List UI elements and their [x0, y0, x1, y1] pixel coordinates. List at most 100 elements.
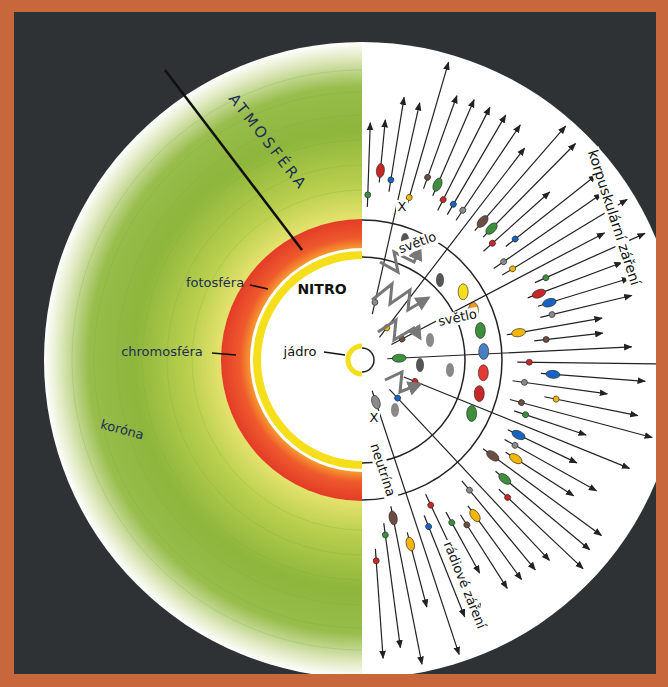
- ray-arrow: [506, 175, 597, 247]
- radiation-arrows: [365, 62, 656, 664]
- interior-particle: [416, 358, 424, 372]
- photon-dot: [475, 322, 485, 338]
- region-label: jádro: [282, 345, 319, 359]
- radiation-ray: [506, 452, 574, 496]
- ray-arrow: [456, 125, 520, 220]
- radiation-ray: [391, 233, 604, 345]
- radiation-ground: [362, 42, 656, 674]
- ray-arrow: [462, 481, 535, 570]
- radiation-ray: [365, 123, 371, 207]
- region-label: fotosféra: [184, 276, 246, 290]
- photon-dot: [478, 365, 488, 381]
- radiation-ray: [371, 103, 419, 314]
- light-random-walk: [385, 372, 420, 392]
- particle-dot: [427, 501, 435, 509]
- corona-region: [44, 42, 362, 674]
- radiation-ray: [376, 120, 386, 183]
- particle-dot: [542, 297, 558, 309]
- ray-arrow: [424, 96, 457, 189]
- core-ring: [348, 346, 362, 374]
- particle-dot: [485, 449, 501, 464]
- radiation-ray: [528, 263, 622, 300]
- radiation-ray: [506, 175, 597, 247]
- radiation-ray: [387, 97, 404, 191]
- photon-dot: [458, 284, 468, 300]
- ray-arrow: [494, 194, 602, 269]
- radiation-ray: [447, 115, 505, 214]
- radiation-ray: [387, 347, 631, 363]
- radiation-ray: [517, 359, 656, 365]
- photosphere-gap: [250, 248, 362, 472]
- particle-dot: [548, 311, 555, 318]
- symbol-label: X: [368, 411, 381, 425]
- ray-arrow: [391, 233, 604, 345]
- ray-arrow: [391, 506, 422, 664]
- ray-arrow: [372, 391, 459, 655]
- radiation-label: neutrína: [366, 440, 398, 500]
- radiation-ray: [483, 144, 575, 238]
- region-label: koróna: [97, 417, 147, 443]
- radiation-ray: [379, 148, 524, 337]
- radiation-ray: [462, 481, 535, 570]
- light-random-walk: [378, 320, 420, 340]
- ray-arrow: [447, 115, 505, 214]
- radiation-ray: [483, 449, 601, 536]
- particle-dot: [488, 239, 496, 247]
- radiation-ray: [483, 192, 549, 251]
- radiation-label: rádiové záření: [439, 538, 488, 633]
- core-leader: [324, 352, 345, 355]
- radiation-ray: [494, 194, 602, 269]
- ray-arrow: [372, 103, 419, 314]
- particle-dot: [373, 558, 379, 564]
- radiation-ray: [373, 549, 383, 658]
- particle-dot: [508, 452, 524, 466]
- radiation-ray: [541, 370, 645, 381]
- ray-arrow: [505, 439, 597, 490]
- photosphere-leader: [250, 285, 268, 289]
- ray-arrow: [387, 347, 631, 359]
- radiation-ray: [475, 126, 566, 230]
- radiation-ray: [389, 389, 549, 560]
- interior-particle: [436, 273, 444, 287]
- region-label: chromosféra: [119, 345, 205, 359]
- ray-arrow: [483, 192, 549, 251]
- particle-dot: [459, 206, 467, 214]
- particle-dot: [425, 523, 433, 531]
- particle-dot: [526, 359, 532, 365]
- chromosphere-leader: [212, 353, 236, 355]
- ray-arrow: [389, 389, 549, 560]
- photosphere-ring: [253, 251, 362, 469]
- radiation-ray: [540, 295, 631, 318]
- particle-dot: [424, 174, 432, 182]
- radiation-label: světlo: [435, 307, 480, 330]
- ray-arrow: [404, 377, 630, 468]
- radiation-ray: [388, 506, 422, 664]
- interior-particles: [372, 233, 489, 421]
- radiation-label: korpuskulární záření: [584, 146, 644, 289]
- radiation-label: světlo: [395, 229, 440, 257]
- particle-dot: [511, 328, 526, 338]
- ray-arrow: [483, 449, 601, 536]
- ray-arrow: [375, 549, 383, 658]
- particle-dot: [511, 441, 519, 449]
- particle-dot: [543, 336, 550, 343]
- interior: [261, 259, 362, 461]
- particle-dot: [449, 200, 457, 208]
- particle-dot: [521, 379, 528, 386]
- radiation-ray: [514, 411, 586, 435]
- particle-dot: [448, 519, 456, 527]
- particle-dot: [465, 486, 473, 494]
- particle-dot: [463, 521, 471, 529]
- region-label: NITRO: [295, 282, 348, 297]
- particle-dot: [518, 399, 525, 406]
- radiation-ray: [510, 399, 652, 438]
- particle-dot: [542, 274, 550, 282]
- ray-arrow: [384, 523, 401, 648]
- radiation-ray: [534, 333, 602, 343]
- radiation-half: [362, 42, 656, 674]
- interior-particle: [426, 333, 434, 347]
- ray-arrow: [506, 452, 574, 496]
- radiation-ray: [505, 439, 597, 490]
- photon-dot: [467, 405, 477, 421]
